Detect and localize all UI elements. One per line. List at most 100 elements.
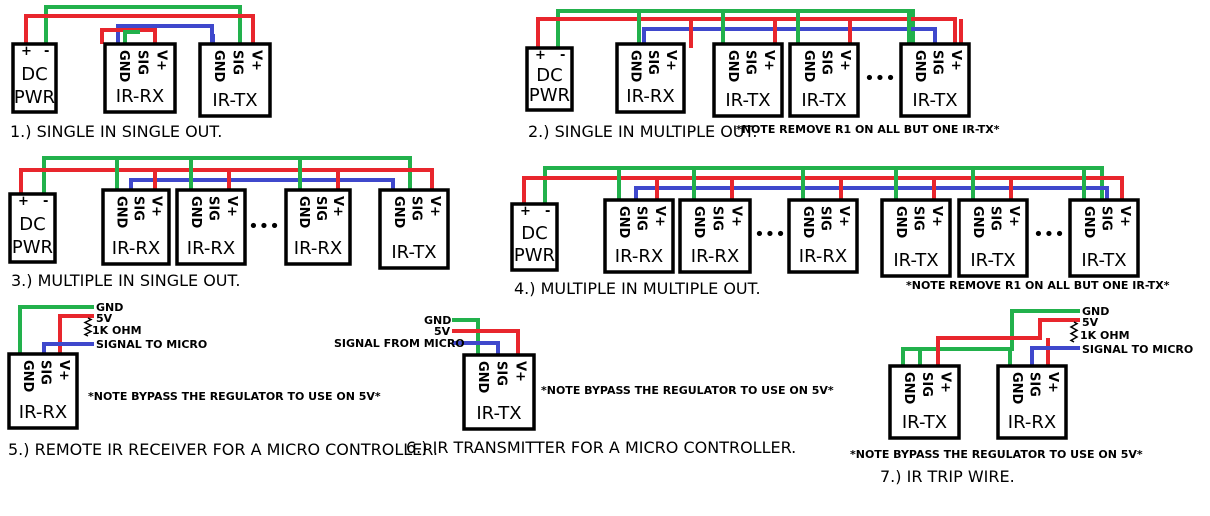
pin-gnd-label: GND <box>616 206 631 239</box>
pin-gnd-label: GND <box>1081 206 1096 239</box>
ir-tx-label: IR-TX <box>902 412 947 433</box>
signal-rail-4 <box>634 186 1109 204</box>
pin-vplus-label: V+ <box>512 361 527 382</box>
pin-sig-label: SIG <box>229 50 244 75</box>
caption-2: 2.) SINGLE IN MULTIPLE OUT. <box>528 122 757 141</box>
label-5v-6: 5V <box>434 325 451 338</box>
pin-gnd-label: GND <box>188 196 203 229</box>
caption-6: 6.) IR TRANSMITTER FOR A MICRO CONTROLLE… <box>406 438 796 457</box>
dc-label: DC <box>19 214 45 235</box>
ellipsis-more-modules: ••• <box>1033 224 1065 245</box>
power-rail-3 <box>19 168 434 194</box>
note-remove-r1-2: *NOTE REMOVE R1 ON ALL BUT ONE IR-TX* <box>736 123 1000 136</box>
ir-tx-label: IR-TX <box>391 242 436 263</box>
pin-vplus-label: V+ <box>837 50 852 71</box>
resistor-1k-ohm <box>83 317 93 337</box>
label-gnd-7: GND <box>1082 305 1109 318</box>
pwr-label: PWR <box>14 87 55 108</box>
pin-sig-label: SIG <box>709 206 724 231</box>
ir-rx-module <box>284 188 352 266</box>
ir-tx-label: IR-TX <box>893 250 938 271</box>
ir-tx-module <box>1068 198 1140 278</box>
pin-gnd-label: GND <box>296 196 311 229</box>
ir-rx-label: IR-RX <box>615 246 663 267</box>
pin-sig-label: SIG <box>819 50 834 75</box>
pin-vplus-label: V+ <box>1117 206 1132 227</box>
pin-gnd-label: GND <box>970 206 985 239</box>
ellipsis-more-modules: ••• <box>864 68 896 89</box>
ground-rail-1 <box>44 5 242 44</box>
pin-sig-label: SIG <box>1099 206 1114 231</box>
ir-tx-module <box>462 353 536 431</box>
ir-tx-module <box>788 42 860 118</box>
ir-rx-label: IR-RX <box>691 246 739 267</box>
pin-gnd-label: GND <box>211 50 226 83</box>
wire-5v-5 <box>58 314 94 356</box>
power-rail-2 <box>536 17 957 48</box>
dc-label: DC <box>536 65 562 86</box>
caption-1: 1.) SINGLE IN SINGLE OUT. <box>10 122 222 141</box>
caption-5: 5.) REMOTE IR RECEIVER FOR A MICRO CONTR… <box>8 440 438 459</box>
signal-rail-2 <box>642 27 937 48</box>
label-gnd-6: GND <box>424 314 451 327</box>
pin-vplus-label: V+ <box>56 360 71 381</box>
minus-terminal-label: - <box>560 48 565 63</box>
pin-sig-label: SIG <box>930 50 945 75</box>
pin-gnd-label: GND <box>1009 372 1024 405</box>
ir-tx-module <box>378 188 450 270</box>
pin-sig-label: SIG <box>313 196 328 221</box>
pin-gnd-label: GND <box>912 50 927 83</box>
plus-terminal-label: + <box>18 194 29 209</box>
ellipsis-more-modules: ••• <box>754 224 786 245</box>
pin-vplus-label: V+ <box>652 206 667 227</box>
minus-terminal-label: - <box>44 44 49 59</box>
pin-gnd-label: GND <box>901 372 916 405</box>
ir-rx-module <box>103 42 177 114</box>
pin-vplus-label: V+ <box>938 372 953 393</box>
ir-rx-label: IR-RX <box>799 246 847 267</box>
pin-vplus-label: V+ <box>836 206 851 227</box>
ir-tx-label: IR-TX <box>801 90 846 111</box>
pin-sig-label: SIG <box>38 360 53 385</box>
plus-terminal-label: + <box>520 204 531 219</box>
pin-gnd-label: GND <box>391 196 406 229</box>
pin-sig-label: SIG <box>409 196 424 221</box>
ir-tx-label: IR-TX <box>1081 250 1126 271</box>
pin-sig-label: SIG <box>134 50 149 75</box>
pin-sig-label: SIG <box>1027 372 1042 397</box>
ir-tx-module <box>198 42 272 118</box>
ir-rx-module <box>996 364 1068 440</box>
wire-signal-6 <box>452 341 500 357</box>
pin-gnd-label: GND <box>801 50 816 83</box>
dc-power-supply <box>11 42 58 114</box>
ir-tx-module <box>712 42 784 118</box>
pin-gnd-label: GND <box>20 360 35 393</box>
label-1k-ohm-5: 1K OHM <box>92 324 142 337</box>
pin-sig-label: SIG <box>988 206 1003 231</box>
pin-gnd-label: GND <box>800 206 815 239</box>
caption-7: 7.) IR TRIP WIRE. <box>880 467 1015 486</box>
ir-tx-label: IR-TX <box>912 90 957 111</box>
pin-vplus-label: V+ <box>761 50 776 71</box>
pin-sig-label: SIG <box>131 196 146 221</box>
pin-vplus-label: V+ <box>1006 206 1021 227</box>
ir-tx-module <box>957 198 1029 278</box>
pin-sig-label: SIG <box>818 206 833 231</box>
dc-power-supply <box>525 46 574 112</box>
pwr-label: PWR <box>529 85 570 106</box>
pin-sig-label: SIG <box>919 372 934 397</box>
pin-sig-label: SIG <box>634 206 649 231</box>
dc-power-supply <box>8 192 57 264</box>
label-gnd-5: GND <box>96 301 123 314</box>
ellipsis-more-modules: ••• <box>248 216 280 237</box>
plus-terminal-label: + <box>535 48 546 63</box>
label-signal-from-micro-6: SIGNAL FROM MICRO <box>334 337 465 350</box>
pin-vplus-label: V+ <box>929 206 944 227</box>
pin-gnd-label: GND <box>114 196 129 229</box>
g-drop-rx-1 <box>123 30 140 44</box>
pin-gnd-label: GND <box>893 206 908 239</box>
plus-terminal-label: + <box>21 44 32 59</box>
label-5v-5: 5V <box>96 312 113 325</box>
label-1k-ohm-7: 1K OHM <box>1080 329 1130 342</box>
